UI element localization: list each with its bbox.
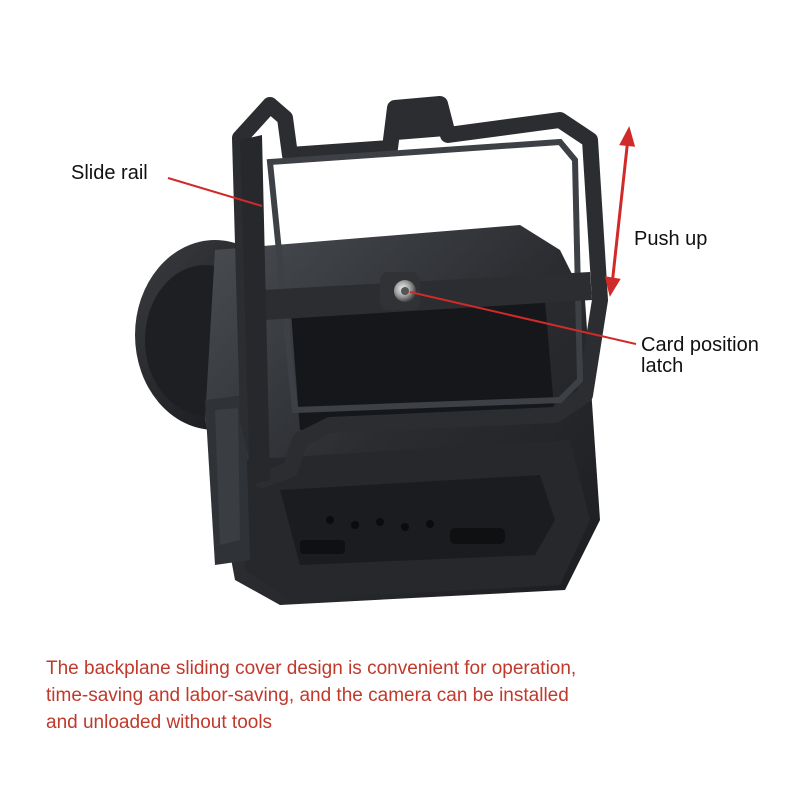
slide-rail-pointer	[167, 177, 263, 207]
slide-rail-label: Slide rail	[71, 162, 148, 184]
push-up-label: Push up	[634, 228, 708, 250]
caption-line-1: The backplane sliding cover design is co…	[46, 658, 577, 679]
caption-line-3: and unloaded without tools	[46, 712, 273, 733]
double-arrow-icon	[604, 126, 636, 297]
caption-line-2: time-saving and labor-saving, and the ca…	[46, 685, 569, 706]
card-latch-label-line1: Card position	[641, 334, 759, 356]
description-caption: The backplane sliding cover design is co…	[46, 655, 766, 736]
card-latch-screw	[380, 272, 420, 310]
card-latch-label-line2: latch	[641, 355, 684, 377]
latch-pointer	[409, 291, 637, 345]
annotation-lines	[167, 177, 637, 345]
